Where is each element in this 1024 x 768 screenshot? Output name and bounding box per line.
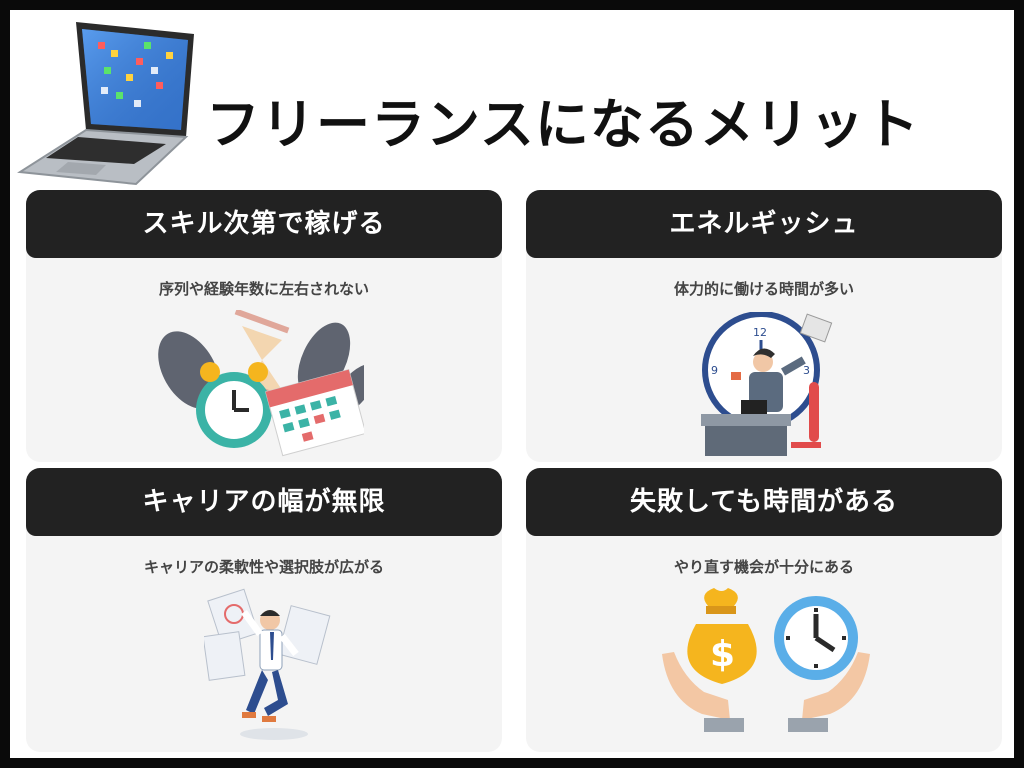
clock-number: 9: [711, 364, 718, 377]
page-frame: フリーランスになるメリット スキル次第で稼げる 序列や経験年数に左右されない: [10, 10, 1014, 758]
card-heading: 失敗しても時間がある: [526, 468, 1002, 536]
card-subtitle: やり直す機会が十分にある: [673, 558, 854, 576]
clock-number: 12: [753, 326, 767, 339]
laptop-icon: [17, 22, 194, 186]
card-failure: 失敗しても時間がある やり直す機会が十分にある $: [526, 468, 1002, 752]
businessman-icon: [204, 588, 331, 740]
clock-number: 3: [803, 364, 810, 377]
card-subtitle: 序列や経験年数に左右されない: [158, 280, 369, 298]
card-heading: スキル次第で稼げる: [26, 190, 502, 258]
card-skill: スキル次第で稼げる 序列や経験年数に左右されない: [26, 190, 502, 462]
worker-clock-icon: 12 3 9: [701, 312, 833, 456]
card-subtitle: 体力的に働ける時間が多い: [673, 280, 854, 298]
card-heading: エネルギッシュ: [526, 190, 1002, 258]
card-heading: キャリアの幅が無限: [26, 468, 502, 536]
card-subtitle: キャリアの柔軟性や選択肢が広がる: [143, 558, 384, 576]
clock-calendar-icon: [158, 310, 364, 457]
card-career: キャリアの幅が無限 キャリアの柔軟性や選択肢が広がる: [26, 468, 502, 752]
card-energetic: エネルギッシュ 体力的に働ける時間が多い 12 3 9: [526, 190, 1002, 462]
page-title: フリーランスになるメリット: [206, 93, 920, 156]
money-clock-icon: $: [662, 588, 870, 732]
dollar-sign: $: [710, 634, 735, 675]
